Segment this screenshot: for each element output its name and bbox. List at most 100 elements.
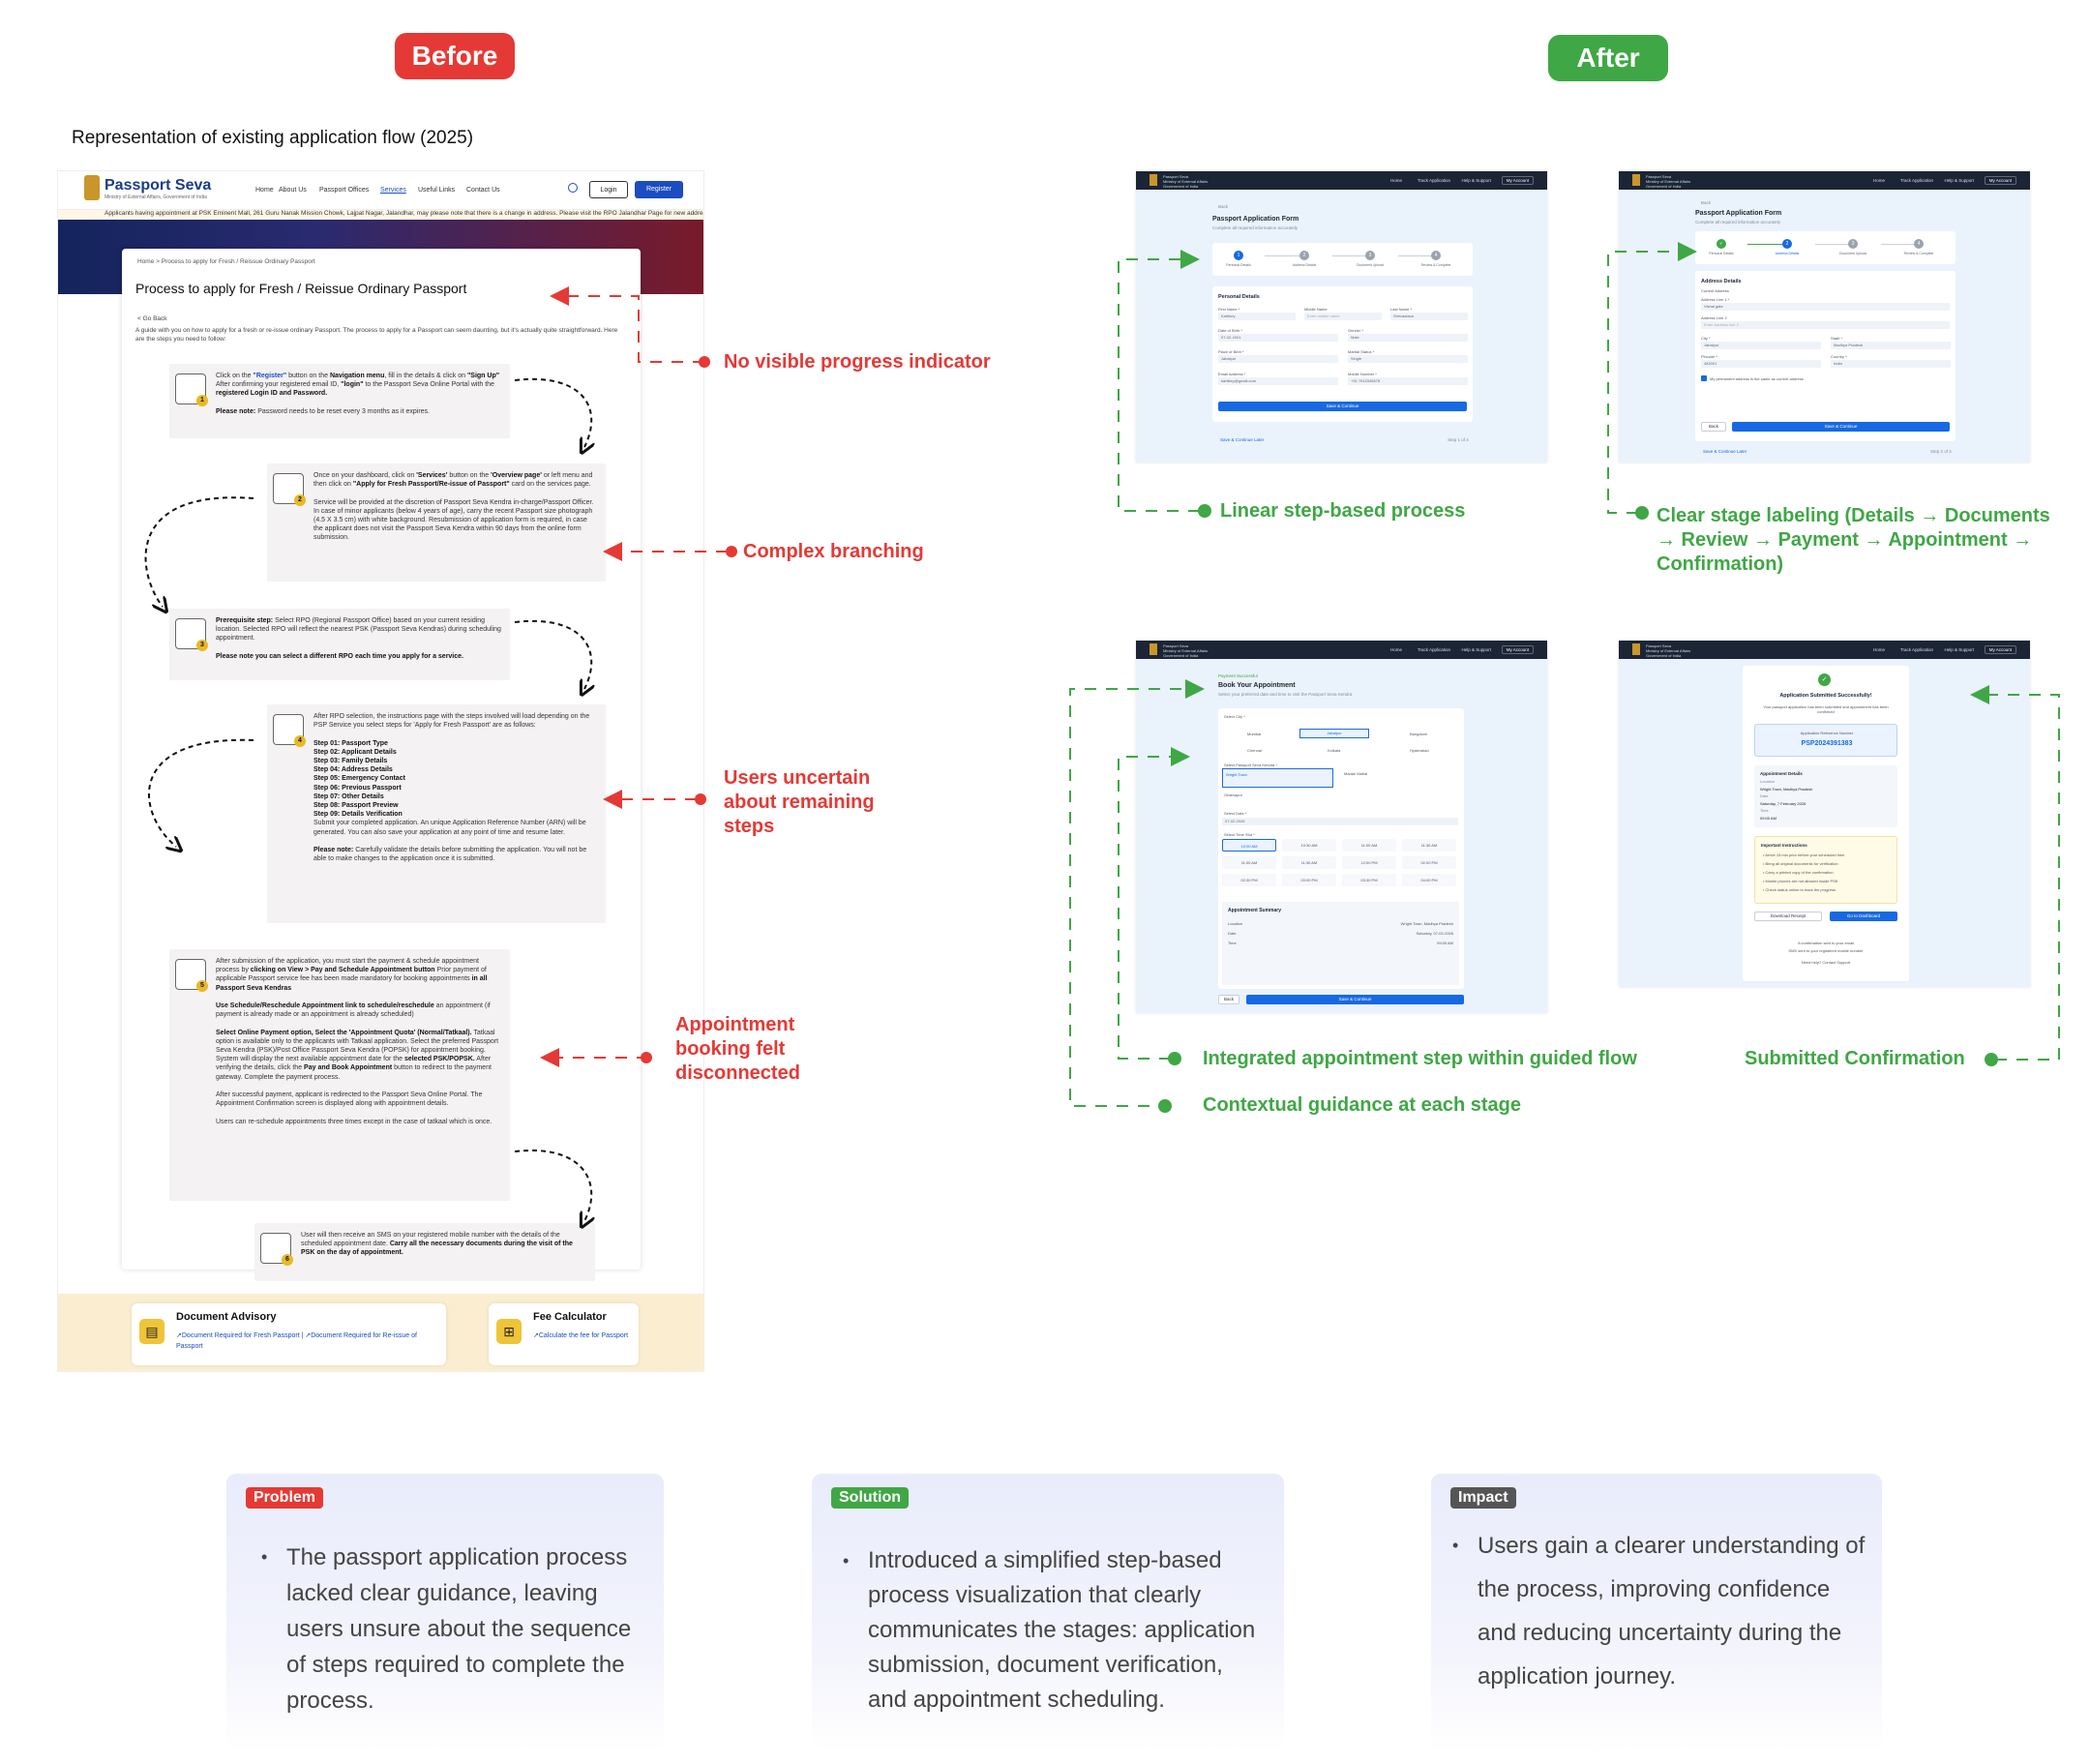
nav-services[interactable]: Services xyxy=(380,187,406,194)
nav-contact[interactable]: Contact Us xyxy=(466,187,500,194)
save-later-link[interactable]: Save & Continue Later xyxy=(1220,437,1265,442)
time-slot[interactable]: 11:00 AM xyxy=(1342,839,1396,852)
mock4-topbar: Passport Seva Ministry of External Affai… xyxy=(1619,641,2030,659)
breadcrumb[interactable]: Home > Process to apply for Fresh / Reis… xyxy=(137,258,315,265)
login-button[interactable]: Login xyxy=(589,181,628,198)
step-4-text: After RPO selection, the instructions pa… xyxy=(314,713,590,863)
appointment-title: Book Your Appointment xyxy=(1218,682,1296,689)
nav-offices[interactable]: Passport Offices xyxy=(319,187,370,194)
city-option-3[interactable]: Bangalore xyxy=(1410,732,1428,736)
time-slot[interactable]: 03:30 PM xyxy=(1342,874,1396,886)
green-dot-1 xyxy=(1198,504,1211,518)
save-continue-button[interactable]: Save & Continue xyxy=(1218,402,1467,411)
search-icon[interactable] xyxy=(568,183,578,193)
nav-about[interactable]: About Us xyxy=(279,187,307,194)
detail-line: Date xyxy=(1760,793,1769,798)
city-field[interactable]: Jabalpur xyxy=(1701,342,1821,349)
step-3-text: Prerequisite step: Select RPO (Regional … xyxy=(216,617,501,660)
center-option-1[interactable]: Wright Town xyxy=(1222,768,1333,788)
solution-text: Introduced a simplified step-based proce… xyxy=(843,1543,1265,1718)
time-slot[interactable]: 02:00 PM xyxy=(1402,856,1456,869)
time-slot[interactable]: 03:00 PM xyxy=(1282,874,1336,886)
back-link[interactable]: Back xyxy=(1701,200,1712,205)
mock1-topbar: Passport Seva Ministry of External Affai… xyxy=(1136,171,1547,190)
nav-useful-links[interactable]: Useful Links xyxy=(418,187,456,194)
mock-book-appointment: Passport Seva Ministry of External Affai… xyxy=(1136,641,1547,1013)
state-select[interactable]: Madhya Pradesh xyxy=(1831,342,1951,349)
document-advisory-card: ▤ Document Advisory ↗Document Required f… xyxy=(132,1303,446,1365)
important-instructions: Important Instructions • Arrive 15 min p… xyxy=(1754,836,1897,904)
same-address-checkbox[interactable] xyxy=(1701,375,1707,381)
go-back-link[interactable]: < Go Back xyxy=(137,315,167,322)
back-button[interactable]: Back xyxy=(1218,995,1239,1004)
gender-field[interactable]: Male xyxy=(1348,334,1468,342)
city-option-2[interactable]: Jabalpur xyxy=(1299,729,1369,738)
country-field[interactable]: India xyxy=(1831,360,1951,368)
city-option-4[interactable]: Chennai xyxy=(1247,748,1262,753)
problem-tag: Problem xyxy=(246,1487,324,1509)
nav-home[interactable]: Home xyxy=(255,187,274,194)
solution-card: Solution Introduced a simplified step-ba… xyxy=(812,1474,1284,1752)
back-button[interactable]: Back xyxy=(1701,422,1726,432)
first-name-field[interactable]: Kartikey xyxy=(1218,313,1296,320)
my-account-button[interactable]: My Account xyxy=(1501,645,1534,654)
fee-calculator-card: ⊞ Fee Calculator ↗Calculate the fee for … xyxy=(489,1303,639,1365)
save-later-link[interactable]: Save & Continue Later xyxy=(1703,449,1747,454)
detail-line: Location xyxy=(1760,779,1776,784)
address-line-2-field[interactable]: Enter Address line 2 xyxy=(1701,321,1950,329)
form-subtitle: Complete all required information accura… xyxy=(1695,220,1781,224)
contact-support-link[interactable]: Need help? Contact Support xyxy=(1801,960,1851,965)
time-slot[interactable]: 10:30 AM xyxy=(1282,839,1336,852)
impact-card: Impact Users gain a clearer understandin… xyxy=(1431,1474,1882,1752)
middle-name-field[interactable]: Enter middle name xyxy=(1304,313,1382,320)
solution-tag: Solution xyxy=(831,1487,909,1509)
download-receipt-button[interactable]: Download Receipt xyxy=(1754,912,1822,921)
fee-calculator-link[interactable]: ↗Calculate the fee for Passport xyxy=(533,1332,629,1339)
pincode-field[interactable]: 482001 xyxy=(1701,360,1821,368)
email-field[interactable]: kartikey@gmail.com xyxy=(1218,377,1338,385)
step-2-text: Once on your dashboard, click on 'Servic… xyxy=(314,472,594,542)
document-advisory-links[interactable]: ↗Document Required for Fresh Passport | … xyxy=(176,1332,417,1350)
city-option-1[interactable]: Mumbai xyxy=(1247,732,1262,736)
center-option-3[interactable]: Ghamapur xyxy=(1224,792,1242,797)
green-dot-2 xyxy=(1635,506,1649,520)
last-name-field[interactable]: Shrivastava xyxy=(1390,313,1468,320)
time-slot[interactable]: 02:30 PM xyxy=(1222,874,1276,886)
date-field[interactable]: 07-02-2026 xyxy=(1222,818,1458,825)
payment-success-badge: Payment Successful xyxy=(1218,673,1258,678)
document-advisory-title: Document Advisory xyxy=(176,1311,277,1323)
register-button[interactable]: Register xyxy=(635,181,683,198)
my-account-button[interactable]: My Account xyxy=(1984,176,2016,185)
time-slot[interactable]: 12:00 PM xyxy=(1342,856,1396,869)
center-option-2[interactable]: Madan Mahal xyxy=(1344,771,1368,776)
city-option-6[interactable]: Hyderabad xyxy=(1410,748,1429,753)
time-slot[interactable]: 11:30 AM xyxy=(1282,856,1336,869)
personal-details-card: Personal Details First Name *Kartikey Mi… xyxy=(1212,286,1473,422)
back-link[interactable]: Back xyxy=(1218,204,1229,209)
green-dot-5 xyxy=(1985,1053,1998,1066)
my-account-button[interactable]: My Account xyxy=(1984,645,2016,654)
time-slot[interactable]: 04:00 PM xyxy=(1402,874,1456,886)
time-slot[interactable]: 10:00 AM xyxy=(1222,839,1276,852)
city-option-5[interactable]: Kolkata xyxy=(1328,748,1341,753)
green-dot-4 xyxy=(1158,1099,1172,1113)
mobile-field[interactable]: +91 7012345678 xyxy=(1348,377,1468,385)
save-continue-button[interactable]: Save & Continue xyxy=(1246,995,1464,1004)
time-slot[interactable]: 11:30 AM xyxy=(1402,839,1456,852)
time-slot[interactable]: 11:00 AM xyxy=(1222,856,1276,869)
place-of-birth-field[interactable]: Jabalpur xyxy=(1218,355,1338,363)
success-desc: Your passport application has been submi… xyxy=(1763,704,1889,714)
detail-line: Wright Town, Madhya Pradesh xyxy=(1760,786,1813,792)
save-continue-button[interactable]: Save & Continue xyxy=(1732,422,1950,432)
my-account-button[interactable]: My Account xyxy=(1501,176,1534,185)
after-pill: After xyxy=(1548,35,1668,81)
annot-no-progress: No visible progress indicator xyxy=(724,351,991,373)
address-line-1-field[interactable]: Vishal gate xyxy=(1701,303,1950,311)
form-title: Passport Application Form xyxy=(1212,216,1299,223)
appointment-subtitle: Select your preferred date and time to v… xyxy=(1218,692,1353,697)
dob-field[interactable]: 07-02-2001 xyxy=(1218,334,1338,342)
marital-status-field[interactable]: Single xyxy=(1348,355,1468,363)
go-to-dashboard-button[interactable]: Go to Dashboard xyxy=(1830,912,1897,921)
